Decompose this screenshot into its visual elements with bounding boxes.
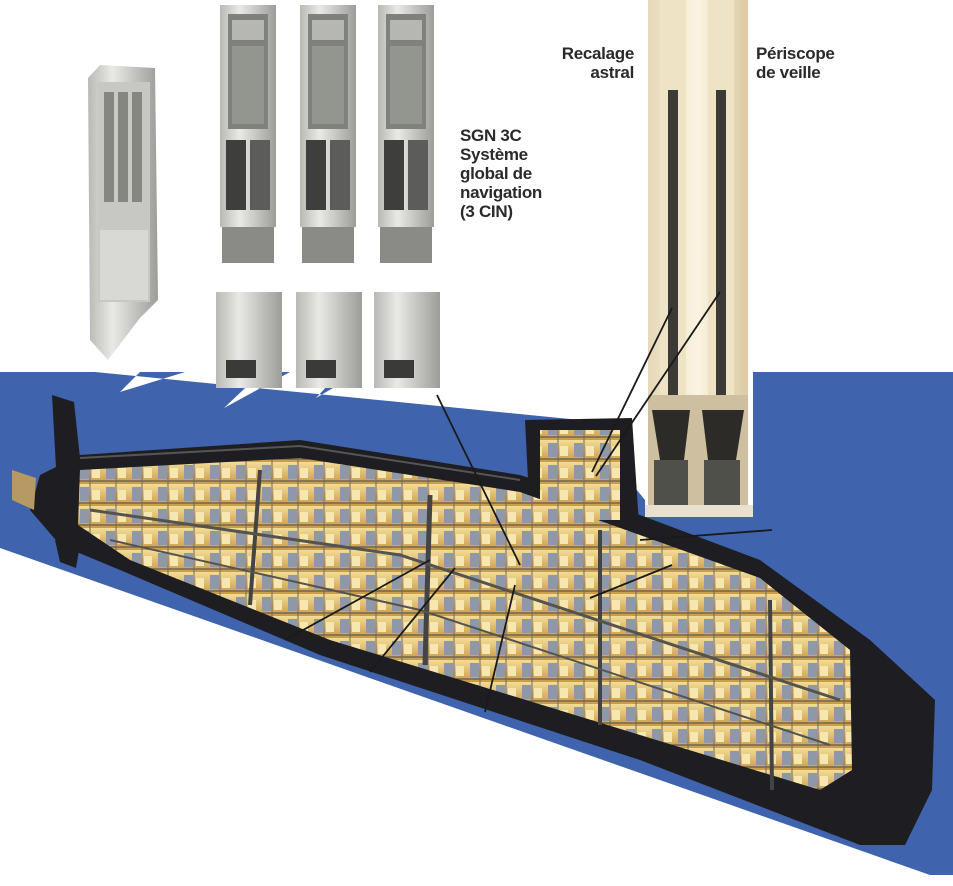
mast-inset — [645, 0, 753, 517]
navigation-system-label: SGN 3C Système global de navigation (3 C… — [460, 126, 542, 221]
label-line: Périscope — [756, 44, 835, 63]
pointer-lines — [284, 291, 773, 713]
navigation-cabinet-2 — [296, 5, 362, 388]
label-line: Système — [460, 145, 528, 164]
cabinet-tall-left — [88, 65, 158, 360]
label-line: (3 CIN) — [460, 202, 513, 221]
navigation-cabinet-1 — [216, 5, 282, 388]
astral-fix-label: Recalage astral — [560, 44, 635, 82]
navigation-cabinet-3 — [374, 5, 440, 388]
label-line: astral — [590, 63, 634, 82]
label-line: navigation — [460, 183, 543, 202]
label-line: SGN 3C — [460, 126, 522, 145]
label-line: Recalage — [561, 44, 635, 63]
label-line: global de — [460, 164, 532, 183]
periscope-label: Périscope de veille — [756, 44, 835, 82]
cabinet-pointer-notches — [95, 372, 645, 500]
label-line: de veille — [756, 63, 821, 82]
